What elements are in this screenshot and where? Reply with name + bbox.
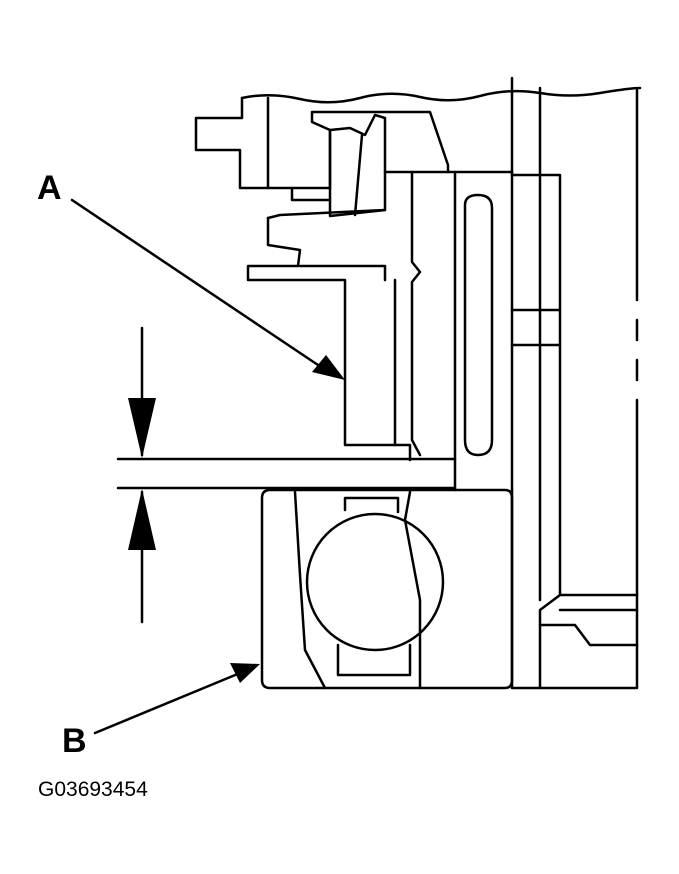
bearing-ball xyxy=(305,512,445,652)
bearing-outer xyxy=(260,488,514,690)
retainer-wedge xyxy=(328,113,387,218)
arrow-head-b xyxy=(230,663,260,683)
callout-label-b: B xyxy=(62,722,87,760)
leader-line-b xyxy=(93,671,242,735)
seal-step xyxy=(298,264,387,282)
bearing-inner-race-left xyxy=(293,490,327,690)
housing-inner-step xyxy=(290,188,332,202)
upper-housing xyxy=(194,96,270,190)
lower-shaft-step xyxy=(538,608,639,647)
lower-shaft xyxy=(510,488,639,690)
dimension-arrow-up xyxy=(128,489,156,550)
sleeve-a xyxy=(383,170,422,457)
break-line xyxy=(240,86,642,104)
seal-body xyxy=(246,216,412,462)
callout-label-a: A xyxy=(37,169,62,207)
ball-cage-top xyxy=(343,496,400,514)
sleeve-a-outer xyxy=(410,170,514,492)
bearing-inner-race-right xyxy=(403,490,422,690)
ball-cage-bottom xyxy=(336,643,412,677)
retainer-wedge-line xyxy=(353,133,364,217)
seal-inner-edge xyxy=(266,208,387,220)
dimension-arrow-down xyxy=(128,398,156,458)
figure-id: G03693454 xyxy=(38,778,148,801)
right-housing xyxy=(510,76,562,597)
o-ring-groove xyxy=(463,193,494,457)
leader-line-a xyxy=(70,198,320,367)
arrow-head-a xyxy=(312,355,345,380)
